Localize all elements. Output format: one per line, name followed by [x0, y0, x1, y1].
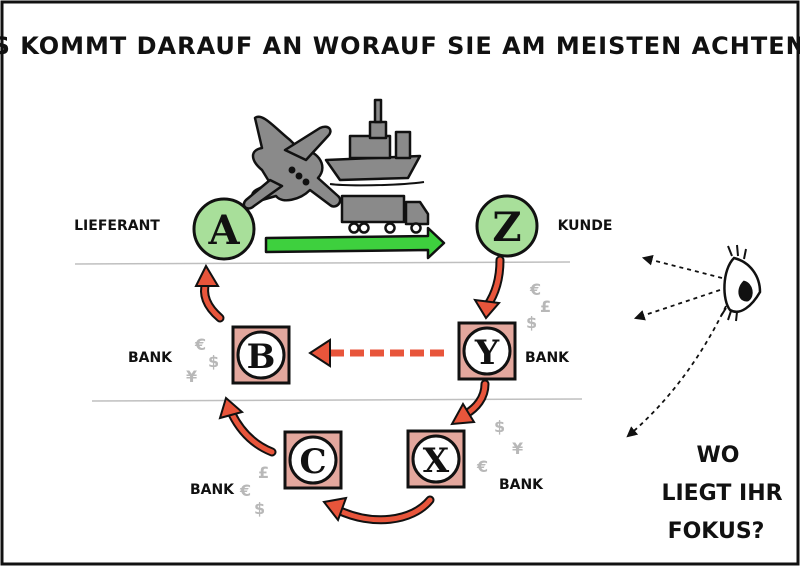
bank-c-letter: C	[299, 442, 326, 482]
truck-icon	[340, 194, 430, 234]
gaze-lines	[626, 254, 727, 438]
eye-icon	[720, 244, 762, 322]
bank-x-label: BANK	[499, 477, 544, 493]
bank-b-letter: B	[247, 337, 276, 377]
svg-text:€: €	[239, 481, 251, 500]
currency-symbols-right-x: $ ¥ €	[476, 417, 523, 476]
svg-text:$: $	[208, 352, 219, 371]
separator-line-lower	[91, 398, 583, 402]
supplier-node: A	[192, 197, 256, 261]
goods-flow-arrow	[264, 226, 446, 260]
arrow-c-to-b	[218, 396, 277, 457]
customer-node: Z	[475, 194, 539, 258]
currency-symbols-left-c: £ € $	[239, 463, 269, 518]
bank-y-letter: Y	[474, 333, 500, 373]
focus-question: WO LIEGT IHR FOKUS?	[661, 443, 782, 544]
arrow-b-to-a	[194, 263, 225, 323]
svg-text:$: $	[254, 499, 265, 518]
svg-text:€: €	[476, 457, 488, 476]
bank-x-node: X	[406, 429, 466, 489]
customer-label: KUNDE	[558, 218, 613, 234]
arrow-x-to-c	[322, 495, 435, 525]
bank-b-node: B	[231, 325, 291, 385]
supplier-label: LIEFERANT	[74, 218, 160, 234]
svg-text:$: $	[494, 417, 505, 436]
question-line-3: FOKUS?	[668, 519, 765, 544]
currency-symbols-right-top: € £ $	[526, 280, 551, 332]
bank-x-letter: X	[423, 441, 450, 481]
supplier-letter: A	[207, 207, 240, 254]
bank-c-label: BANK	[190, 482, 235, 498]
airplane-icon	[242, 115, 342, 210]
question-line-2: LIEGT IHR	[661, 481, 782, 506]
bank-y-label: BANK	[525, 350, 570, 366]
question-line-1: WO	[697, 443, 740, 468]
svg-text:¥: ¥	[512, 439, 523, 458]
svg-text:£: £	[540, 297, 551, 316]
bank-b-label: BANK	[128, 350, 173, 366]
arrow-z-to-y	[473, 255, 505, 320]
svg-text:€: €	[529, 280, 541, 299]
svg-text:€: €	[194, 335, 206, 354]
svg-text:$: $	[526, 313, 537, 332]
payment-dashed-arrow	[308, 338, 444, 368]
separator-line-upper	[74, 261, 571, 265]
page-title: ES KOMMT DARAUF AN WORAUF SIE AM MEISTEN…	[0, 32, 800, 60]
svg-text:£: £	[258, 463, 269, 482]
svg-text:¥: ¥	[186, 367, 197, 386]
ship-icon	[324, 98, 425, 187]
bank-y-node: Y	[457, 321, 517, 381]
arrow-y-to-x	[450, 379, 490, 426]
currency-symbols-left-b: € $ ¥	[186, 335, 219, 386]
customer-letter: Z	[492, 204, 521, 251]
bank-c-node: C	[283, 430, 343, 490]
